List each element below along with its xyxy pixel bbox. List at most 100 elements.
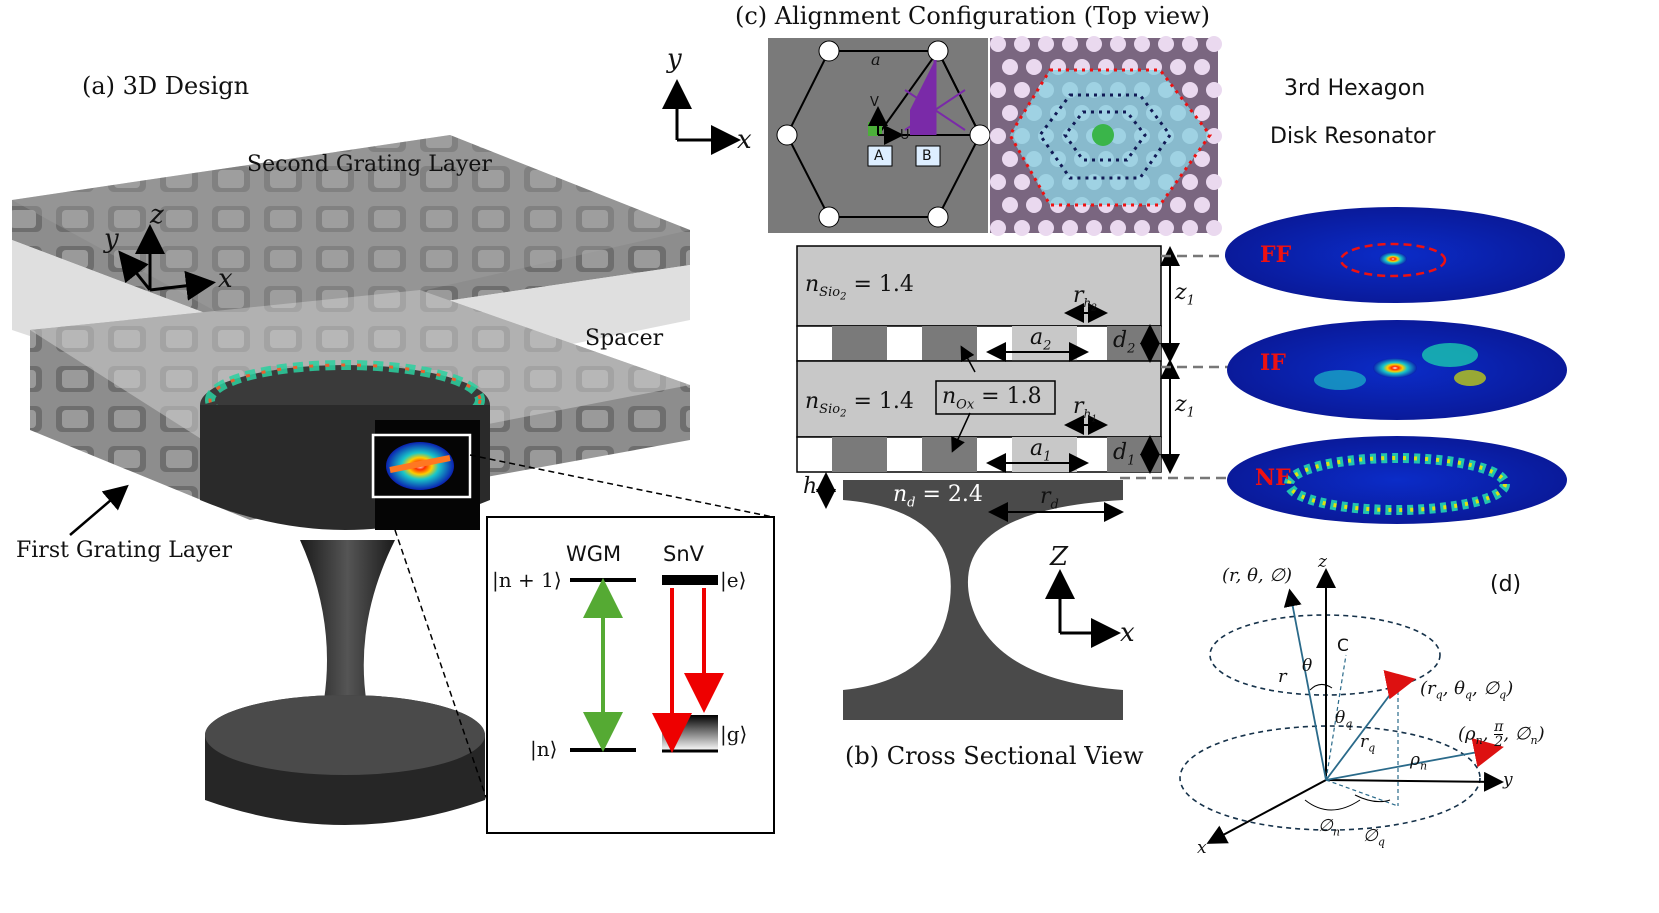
energy-level-inset [486,516,775,834]
lattice-hole [1002,59,1018,75]
lattice-hole [1194,59,1210,75]
lattice-hole [1026,197,1042,213]
lattice-hole [1170,197,1186,213]
rh1-label: rh1 [1073,394,1097,425]
state-n: |n⟩ [530,737,558,761]
z1-top: z1 [1175,280,1195,309]
axis-a-y-label: y [104,224,119,254]
a1-label: a1 [1030,436,1052,465]
state-e: |e⟩ [720,568,747,592]
lattice-hole [1170,59,1186,75]
pedestal [300,540,395,740]
diamond-pedestal [843,480,1123,720]
lattice-hole [1002,197,1018,213]
lattice-hole [1026,59,1042,75]
lattice-hole [1182,82,1198,98]
lattice-hole [1134,36,1150,52]
n-sio2-mid-value: = 1.4 [853,389,914,414]
axis-c-x-label: x [737,125,752,155]
u-label: U [900,128,910,143]
n-d-value: = 2.4 [922,482,983,507]
panel-c-title: (c) Alignment Configuration (Top view) [735,2,1211,30]
lattice-hole [1182,174,1198,190]
z1-bottom: z1 [1175,392,1195,421]
n-d: nd = 2.4 [893,482,983,511]
lattice-hole [1182,220,1198,236]
lattice-hole [1038,220,1054,236]
lattice-hole [1002,105,1018,121]
mode-profiles [1225,207,1567,524]
a2-label: a2 [1030,325,1052,354]
first-grating-label: First Grating Layer [16,538,232,563]
axis-b-z-label: Z [1050,542,1069,572]
lattice-hole [1158,220,1174,236]
h-label: h [803,474,818,499]
lattice-hole [1014,174,1030,190]
lattice-hole [990,220,1006,236]
lattice-hole [1206,82,1222,98]
lattice-hole [1194,151,1210,167]
theta-label: θ [1302,656,1313,676]
ff-label: FF [1260,242,1292,268]
snv-label: SnV [663,542,705,566]
box-b-label: B [922,148,932,164]
r-label: r [1278,666,1287,687]
lattice-hole [1206,220,1222,236]
n-ox: nOx = 1.8 [942,384,1042,413]
lattice-hole [1014,36,1030,52]
if-label: IF [1260,350,1286,376]
rho-n-label: ρn [1410,750,1428,773]
c-label: C [1337,636,1349,656]
lattice-hole [1206,36,1222,52]
lattice-hole [1062,220,1078,236]
spacer-label: Spacer [585,326,664,351]
lattice-hole [1206,174,1222,190]
rh2-label: rh2 [1073,283,1097,314]
n-ox-value: = 1.8 [981,384,1042,409]
n-sio2-mid: nSio2 = 1.4 [805,389,914,420]
hexagon-title-line1: 3rd Hexagon [1284,76,1426,101]
lattice-hole [990,174,1006,190]
theta-q-label: θq [1335,708,1353,731]
axis-c-y-label: y [667,44,682,74]
lattice-hole [1062,36,1078,52]
lattice-hole [1002,151,1018,167]
lattice-hole [1014,220,1030,236]
lattice-hole [1086,220,1102,236]
lattice-hole [990,128,1006,144]
zoom-box [371,433,472,499]
lattice-hole [1014,82,1030,98]
phi-n-label: ∅n [1318,816,1340,839]
d1-label: d1 [1113,440,1136,469]
lattice-hole [1194,197,1210,213]
second-grating-layer [12,135,690,330]
lattice-hole [1110,36,1126,52]
panel-b-title: (b) Cross Sectional View [845,742,1144,770]
lattice-hole [1134,220,1150,236]
axis-a-z-label: z [150,200,164,230]
n-sio2-top-value: = 1.4 [853,272,914,297]
wgm-label: WGM [566,542,622,566]
lattice-a-label: a [871,50,881,69]
state-n-plus-1: |n + 1⟩ [492,568,562,592]
axis-d-z-label: z [1318,552,1327,572]
box-a-label: A [874,148,884,164]
state-g: |g⟩ [720,722,748,746]
lattice-hole [1206,128,1222,144]
axes-3d-a [118,224,216,301]
v-label: V [870,95,879,110]
panel-d-title: (d) [1490,572,1522,597]
panel-c-alignment [662,36,1222,236]
d2-label: d2 [1113,328,1136,357]
panel-a-title: (a) 3D Design [82,72,250,100]
lattice-hole [1158,36,1174,52]
panel-d-coordinates [1179,568,1504,844]
r-q-label: rq [1360,732,1376,755]
axis-d-x-label: x [1197,838,1207,858]
axis-b-x-label: x [1120,618,1135,648]
nf-label: NF [1255,465,1291,491]
panel-a-3d-design [12,135,774,825]
axis-a-x-label: x [218,264,233,294]
